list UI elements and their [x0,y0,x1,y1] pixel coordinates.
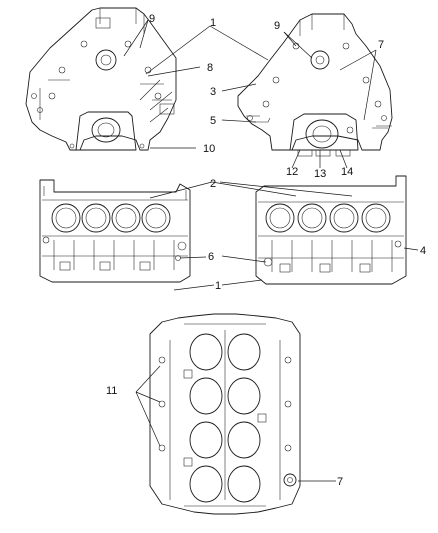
callout-9-left: 9 [149,13,155,25]
block-side-view-left [39,179,191,283]
callout-12: 12 [286,166,298,178]
callout-5: 5 [210,115,216,127]
callout-8: 8 [207,62,213,74]
callout-11: 11 [106,385,117,397]
callout-labels: 1 9 8 10 9 7 3 5 12 13 14 2 6 4 1 11 7 [106,13,426,488]
callout-14: 14 [341,166,353,178]
leader-lines [123,19,419,482]
block-top-view [149,313,301,515]
block-front-view-right [237,13,393,157]
block-side-view-right [255,175,407,285]
callout-4: 4 [420,245,426,257]
block-front-view-left [25,7,177,151]
callout-7-bottom: 7 [337,476,343,488]
callout-2: 2 [210,178,216,190]
callout-1-middle: 1 [215,280,221,292]
callout-3: 3 [210,86,216,98]
callout-9-right: 9 [274,20,280,32]
callout-7-top: 7 [378,39,384,51]
callout-10: 10 [203,143,215,155]
callout-1-top: 1 [210,17,216,29]
callout-13: 13 [314,168,326,180]
callout-6: 6 [208,251,214,263]
